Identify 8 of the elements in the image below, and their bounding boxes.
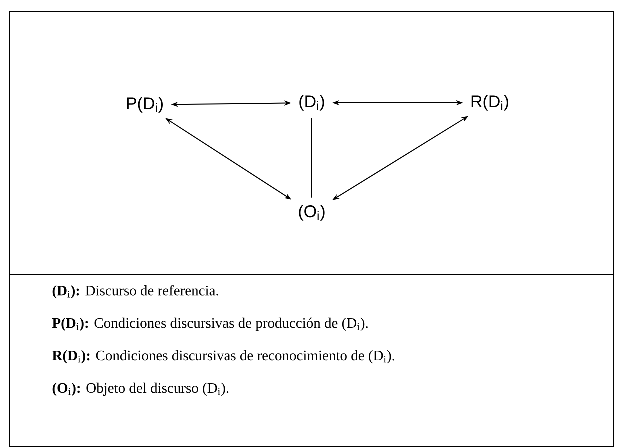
node-label: (D$_{i}$)	[300, 95, 324, 111]
legend-text: R(D$_{i}$): Condiciones discursivas de reconocimiento de (D$_{i}$).	[52, 350, 394, 364]
node-label: R(D$_{i}$)	[472, 95, 508, 111]
legend-text: P(D$_{i}$): Condiciones discursivas de producción de (D$_{i}$).	[52, 318, 368, 332]
node-label: (O$_{i}$)	[299, 205, 325, 221]
legend-text: (O$_{i}$): Objeto del discurso (D$_{i}$).	[52, 382, 229, 396]
legend-text: (D$_{i}$): Discurso de referencia.	[52, 285, 218, 299]
node-label: P(D$_{i}$)	[127, 97, 163, 113]
